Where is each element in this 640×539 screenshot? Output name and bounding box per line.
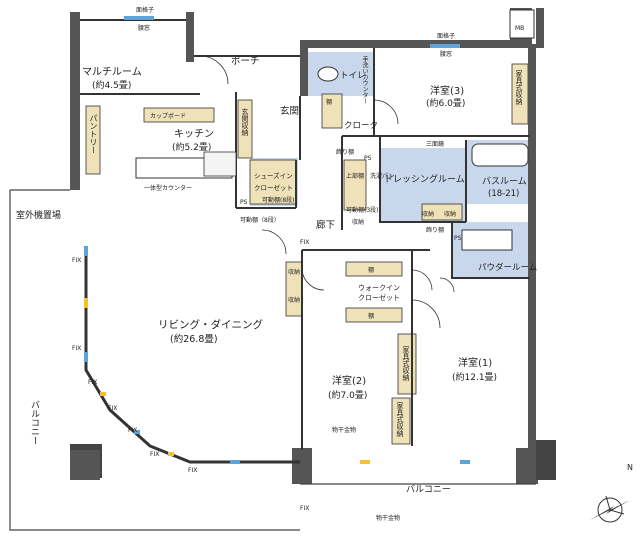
bathroom-size: (18-21) bbox=[488, 189, 519, 199]
shelf-8b-label: 可動棚(8段) bbox=[262, 196, 295, 204]
shoe-in-line2: クローゼット bbox=[254, 183, 293, 192]
mb-label: MB bbox=[515, 25, 524, 32]
decor-shelf1-label: 飾り棚 bbox=[336, 148, 354, 156]
counter-label: 一体型カウンター bbox=[144, 184, 192, 192]
compass bbox=[590, 495, 630, 523]
shelf-3-label: 可動棚(3段) bbox=[346, 206, 379, 214]
fix-label-7: FIX bbox=[188, 467, 197, 474]
washing-pan-label: 洗濯パン bbox=[370, 172, 394, 180]
hand-wash-label: 手洗いカウンター bbox=[361, 56, 368, 104]
entrance-label: 玄関 bbox=[280, 105, 299, 117]
fix-label-2: FIX bbox=[72, 345, 81, 352]
western3-name: 洋室(3) bbox=[430, 84, 464, 97]
living-outline bbox=[84, 250, 300, 464]
wic-shelf-bottom bbox=[345, 307, 403, 323]
shelf-wic-top-label: 棚 bbox=[368, 266, 374, 274]
walls bbox=[70, 8, 556, 484]
multi-room-name: マルチルーム bbox=[82, 66, 142, 78]
walkin-line2: クローゼット bbox=[358, 293, 400, 302]
kitchen-name: キッチン bbox=[174, 128, 214, 140]
dressing-label: ドレッシングルーム bbox=[384, 173, 465, 185]
furniture-storage-w1b bbox=[391, 397, 411, 445]
western2-size: (約7.0畳) bbox=[328, 389, 367, 401]
closet-label: クローク bbox=[344, 121, 378, 131]
fix-label-4: FIX bbox=[108, 405, 117, 412]
balcony-left-label: バルコニー bbox=[29, 400, 39, 445]
bathroom-name: バスルーム bbox=[482, 176, 527, 187]
fix-label-3: FIX bbox=[88, 379, 97, 386]
fix-label-9: FIX bbox=[300, 505, 309, 512]
lattice-top-left: 面格子 bbox=[136, 6, 154, 14]
storage-a: 収納 bbox=[352, 218, 364, 226]
balcony-outline bbox=[9, 190, 300, 531]
pantry-label: パントリー bbox=[89, 114, 98, 154]
ps3-label: PS bbox=[454, 235, 462, 242]
fix-label-1: FIX bbox=[72, 257, 81, 264]
storage-b: 収納 bbox=[422, 210, 434, 218]
door-arcs bbox=[199, 55, 455, 329]
furniture-storage-label-1: 家具式収納 bbox=[515, 70, 523, 105]
living-size: (約26.8畳) bbox=[170, 333, 218, 345]
furniture-storage-label-2: 家具式収納 bbox=[402, 346, 410, 381]
outdoor-unit-label: 室外機置場 bbox=[16, 209, 61, 221]
windows bbox=[84, 16, 470, 464]
dressing-storage-box bbox=[421, 203, 463, 221]
outdoor-unit-box bbox=[70, 450, 100, 480]
fix-label-5: FIX bbox=[128, 427, 137, 434]
upper-shelf-label: 上部棚 bbox=[346, 172, 364, 180]
fix-label-6: FIX bbox=[150, 451, 159, 458]
shelf-8-label: 可動棚（8段） bbox=[240, 216, 280, 224]
upper-shelf-box bbox=[343, 159, 367, 211]
multi-room-size: (約4.5畳) bbox=[92, 79, 131, 91]
inner-walls bbox=[80, 19, 530, 450]
window-top-right: 腰窓 bbox=[440, 50, 452, 58]
toilet-bowl bbox=[317, 66, 339, 82]
shoe-in-line1: シューズイン bbox=[254, 171, 293, 180]
shoe-closet-box bbox=[249, 159, 297, 205]
shelf-wic-bottom-label: 棚 bbox=[368, 312, 374, 320]
cupboard-storage bbox=[143, 107, 215, 123]
living-name: リビング・ダイニング bbox=[158, 318, 263, 331]
fix-label-8: FIX bbox=[300, 239, 309, 246]
porch-label: ポーチ bbox=[231, 56, 260, 67]
western1-size: (約12.1畳) bbox=[452, 371, 497, 383]
walkin-line1: ウォークイン bbox=[358, 284, 400, 292]
ps2-label: PS bbox=[364, 155, 372, 162]
entrance-storage-label: 玄関収納 bbox=[241, 108, 249, 136]
mb-box bbox=[509, 9, 535, 39]
pantry-storage bbox=[85, 105, 101, 175]
window-top-left: 腰窓 bbox=[138, 24, 150, 32]
western3-size: (約6.0畳) bbox=[426, 97, 465, 109]
shelf-toilet-label: 棚 bbox=[326, 98, 332, 106]
hanger2-label: 物干金物 bbox=[376, 514, 400, 522]
hallway-label: 廊下 bbox=[316, 219, 335, 231]
storage-d: 収納 bbox=[288, 268, 300, 276]
furniture-storage-label-3: 家具式収納 bbox=[396, 402, 404, 437]
hall-storage-box bbox=[321, 93, 343, 129]
storage-c: 収納 bbox=[444, 210, 456, 218]
three-mirror-label: 三面鏡 bbox=[426, 140, 444, 148]
storage-e: 収納 bbox=[288, 296, 300, 304]
powder-label: パウダールーム bbox=[478, 262, 537, 273]
decor-shelf2-label: 飾り棚 bbox=[426, 226, 444, 234]
toilet-label: トイレ bbox=[340, 71, 366, 81]
hanger1-label: 物干金物 bbox=[332, 426, 356, 434]
ps1-label: PS bbox=[240, 199, 248, 206]
cupboard-label: カップボード bbox=[150, 112, 186, 120]
western2-name: 洋室(2) bbox=[332, 374, 366, 387]
kitchen-size: (約5.2畳) bbox=[172, 141, 211, 153]
lattice-top-right: 面格子 bbox=[437, 32, 455, 40]
powder-sink bbox=[461, 229, 513, 251]
wic-shelf-top bbox=[345, 261, 403, 277]
balcony-bottom-label: バルコニー bbox=[406, 484, 451, 495]
compass-n: N bbox=[627, 463, 633, 472]
kitchen-stove bbox=[203, 151, 237, 177]
western1-name: 洋室(1) bbox=[458, 356, 492, 369]
bath-tub bbox=[471, 143, 529, 167]
entrance-storage-box bbox=[237, 99, 253, 159]
